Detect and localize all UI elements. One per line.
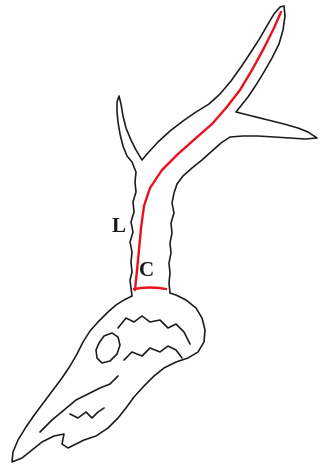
length-label: L xyxy=(112,215,126,236)
nasal-line xyxy=(70,408,104,418)
jaw-line xyxy=(40,376,118,432)
skull-detail-upper xyxy=(118,316,190,344)
length-measurement-line xyxy=(135,12,281,290)
circumference-label: C xyxy=(139,259,154,280)
antler-outline xyxy=(117,6,317,296)
skull-outline xyxy=(12,293,205,462)
circumference-measurement-line xyxy=(134,288,166,290)
eye-orbit xyxy=(96,333,120,363)
skull-detail-lower xyxy=(124,346,182,360)
